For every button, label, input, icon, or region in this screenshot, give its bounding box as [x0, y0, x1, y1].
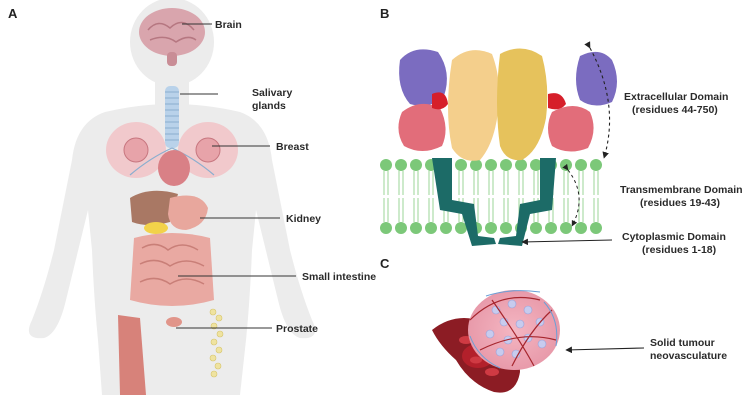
- breast-organ: [106, 122, 238, 186]
- salivary-label-line2: glands: [252, 100, 286, 112]
- breast-label: Breast: [276, 141, 309, 153]
- domain-arrows: [521, 41, 613, 246]
- kidney-label: Kidney: [286, 213, 321, 225]
- prostate-organ: [118, 308, 224, 395]
- extracellular-label-line1: Extracellular Domain: [624, 91, 728, 103]
- prostate-label: Prostate: [276, 323, 318, 335]
- panel-a-leader-lines: [176, 23, 296, 329]
- cytoplasmic-label-line1: Cytoplasmic Domain: [622, 231, 726, 243]
- brain-label: Brain: [215, 19, 242, 31]
- panel-a-letter: A: [8, 6, 18, 21]
- panel-b-letter: B: [380, 6, 389, 21]
- small-intestine-label: Small intestine: [302, 271, 376, 283]
- trachea-organ: [165, 86, 179, 148]
- kidney-organ: [130, 190, 208, 234]
- salivary-label-line1: Salivary: [252, 87, 292, 99]
- small-intestine-organ: [130, 233, 214, 306]
- extracellular-label-line2: (residues 44-750): [632, 104, 718, 116]
- transmembrane-protein: [432, 158, 556, 246]
- transmembrane-label-line1: Transmembrane Domain: [620, 184, 743, 196]
- brain-organ: [139, 8, 205, 66]
- extracellular-protein: [398, 48, 617, 161]
- tumour-label-line1: Solid tumour: [650, 337, 715, 349]
- tumour-arrow: [565, 346, 645, 354]
- cytoplasmic-label-line2: (residues 1-18): [642, 244, 716, 256]
- tumour-illustration: [432, 290, 560, 393]
- tumour-label-line2: neovasculature: [650, 350, 727, 362]
- panel-c-letter: C: [380, 256, 390, 271]
- transmembrane-label-line2: (residues 19-43): [640, 197, 720, 209]
